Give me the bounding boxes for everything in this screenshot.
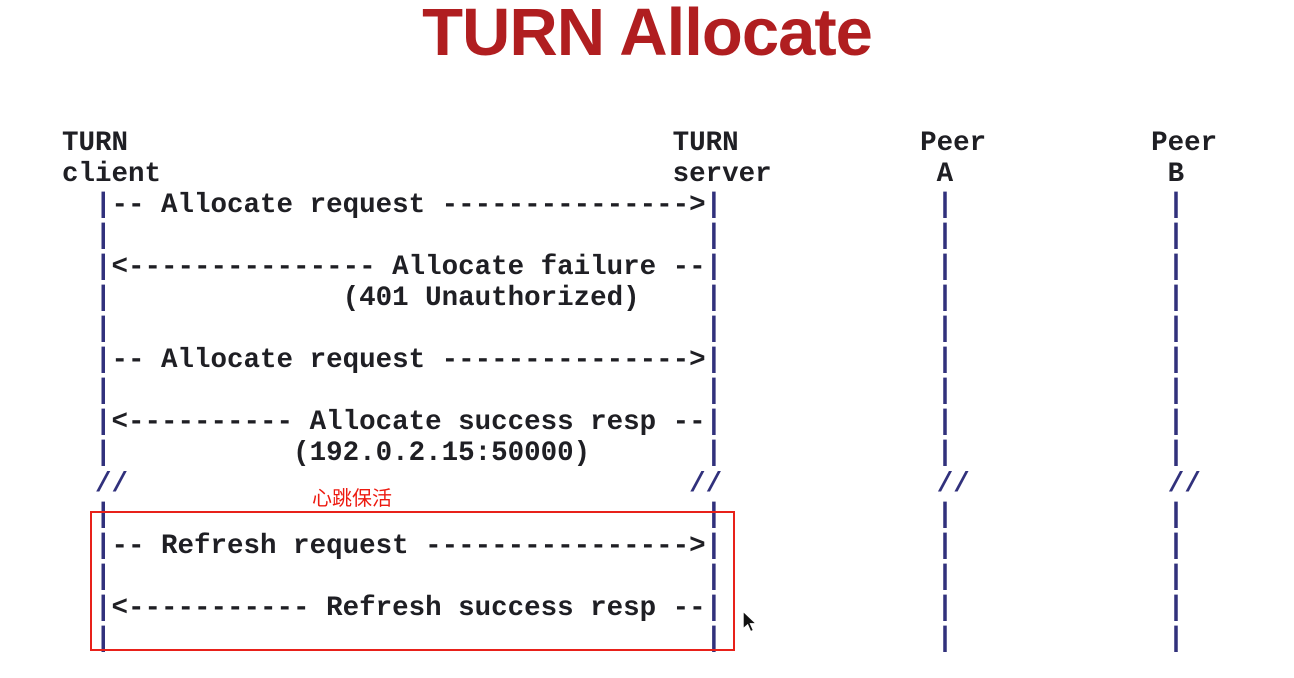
heartbeat-annotation: 心跳保活 bbox=[312, 486, 392, 510]
heartbeat-highlight-box bbox=[90, 511, 735, 651]
slide-title: TURN Allocate bbox=[422, 0, 873, 70]
ascii-sequence-diagram: TURN TURN Peer Peer client server A B |-… bbox=[62, 128, 1218, 655]
arrow-pointer-icon bbox=[742, 610, 759, 633]
